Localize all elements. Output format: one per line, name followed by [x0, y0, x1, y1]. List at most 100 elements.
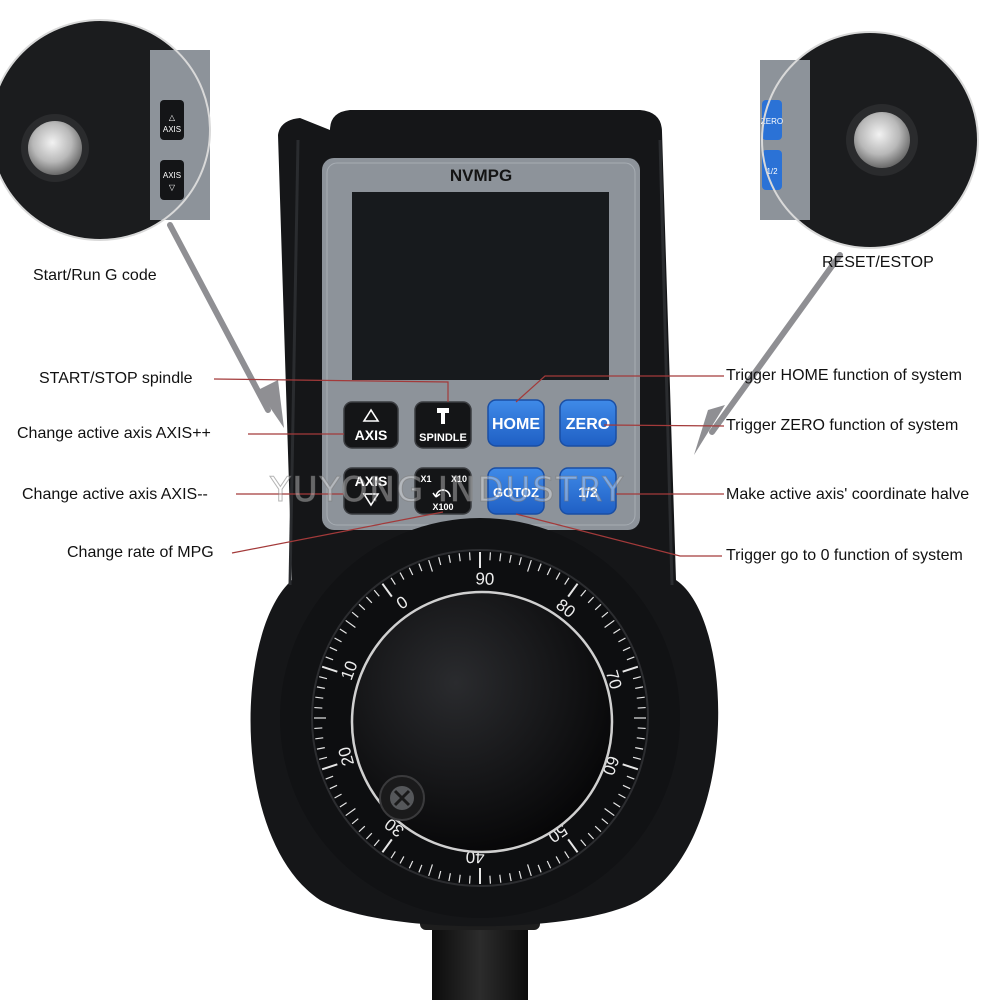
- dial-tick: [527, 864, 532, 877]
- spindle-button[interactable]: SPINDLE: [414, 401, 472, 449]
- dial-tick: [622, 665, 639, 673]
- dial-tick: [637, 706, 646, 709]
- dial-tick: [381, 583, 393, 598]
- axis-down-button[interactable]: AXIS: [343, 467, 399, 515]
- dial-tick: [587, 832, 595, 840]
- axis-up-button[interactable]: AXIS: [343, 401, 399, 449]
- dial-tick: [315, 696, 324, 699]
- dial-tick: [329, 784, 338, 790]
- dial-tick: [567, 838, 579, 853]
- dial-tick: [321, 665, 338, 673]
- dial-tick: [319, 756, 328, 760]
- dial-tick: [499, 553, 502, 562]
- callout-reset-estop: RESET/ESTOP: [822, 254, 934, 271]
- spindle-label: SPINDLE: [419, 432, 467, 444]
- dial-tick: [381, 838, 393, 853]
- axis-down-label: AXIS: [355, 473, 388, 489]
- dial-tick: [613, 802, 621, 808]
- dial-tick: [594, 603, 602, 611]
- dial-tick: [418, 563, 423, 572]
- dial-tick: [351, 611, 359, 618]
- dial-tick: [314, 727, 323, 730]
- dial-tick: [635, 686, 644, 689]
- dial-tick: [618, 637, 626, 643]
- triangle-down-icon: [362, 493, 380, 507]
- dial-tick: [390, 577, 396, 585]
- dial-tick: [509, 554, 512, 563]
- rate-x10-label: X10: [451, 474, 467, 484]
- dial-tick: [428, 559, 433, 572]
- zero-button[interactable]: ZERO: [559, 399, 617, 447]
- svg-text:1/2: 1/2: [766, 167, 778, 176]
- dial-tick: [315, 737, 324, 740]
- callout-axis-plus: Change active axis AXIS++: [17, 425, 211, 442]
- dial-number: 20: [335, 745, 358, 768]
- dial-tick: [468, 552, 471, 561]
- half-button[interactable]: 1/2: [559, 467, 617, 515]
- svg-text:AXIS: AXIS: [163, 171, 181, 180]
- dial-tick: [390, 851, 396, 859]
- dial-tick: [418, 864, 423, 873]
- dial-scale: [314, 552, 646, 884]
- zero-label: ZERO: [566, 416, 610, 433]
- inset-reset-estop: ZERO 1/2: [760, 31, 979, 249]
- dial-number: 90: [475, 569, 495, 589]
- dial-tick: [604, 619, 615, 628]
- screw-cross-icon: [393, 789, 411, 807]
- callout-home-fn: Trigger HOME function of system: [726, 367, 962, 384]
- dial-tick: [325, 656, 334, 661]
- dial-tick: [458, 874, 461, 883]
- dial-tick: [537, 563, 542, 572]
- brand-logo: NVMPG: [450, 166, 512, 185]
- dial-tick: [438, 557, 442, 566]
- spindle-icon: [437, 408, 449, 424]
- callout-goto0-fn: Trigger go to 0 function of system: [726, 547, 963, 564]
- leader-lines: [213, 375, 725, 557]
- dial-tick: [527, 559, 532, 572]
- start-run-button[interactable]: [28, 121, 82, 175]
- svg-text:▽: ▽: [169, 183, 176, 192]
- dial-tick: [408, 860, 414, 869]
- arrow-head-icon: [258, 380, 284, 428]
- dial-tick: [601, 611, 609, 618]
- dial-tick: [622, 784, 631, 790]
- dial-tick: [365, 596, 373, 604]
- dial-tick: [567, 583, 579, 598]
- dial-tick: [499, 874, 502, 883]
- dial-tick: [325, 775, 334, 780]
- lcd-screen: [352, 192, 609, 380]
- half-label: 1/2: [578, 484, 598, 500]
- dial-tick: [334, 637, 342, 643]
- dial-tick: [604, 808, 615, 817]
- axis-up-label: AXIS: [355, 427, 388, 443]
- dial-tick: [321, 763, 338, 771]
- watermark: YUYONG INDUSTRY: [269, 470, 626, 511]
- dial-tick: [537, 864, 542, 873]
- cycle-arrows-icon: [435, 489, 451, 498]
- mpg-rate-button[interactable]: X1 X10 X100: [414, 467, 472, 515]
- crank-handle-screw[interactable]: [379, 775, 425, 821]
- dial-tick: [618, 793, 626, 799]
- dial-tick: [546, 567, 552, 576]
- dial-tick: [587, 596, 595, 604]
- dial-tick: [489, 875, 492, 884]
- callout-mpg-rate: Change rate of MPG: [67, 544, 214, 561]
- dial-tick: [635, 747, 644, 750]
- callout-axis-minus: Change active axis AXIS--: [22, 486, 208, 503]
- reset-estop-button[interactable]: [854, 112, 910, 168]
- inset-start-run: △ AXIS AXIS ▽: [0, 19, 211, 241]
- dial-tick: [626, 656, 635, 661]
- dial-tick: [580, 589, 587, 597]
- dial-tick: [365, 832, 373, 840]
- rate-x100-label: X100: [432, 502, 453, 512]
- home-button[interactable]: HOME: [487, 399, 545, 447]
- dial-tick: [622, 763, 639, 771]
- dial-tick: [632, 676, 641, 680]
- callout-halve-fn: Make active axis' coordinate halve: [726, 486, 970, 503]
- dial-tick: [334, 793, 342, 799]
- dial-tick: [518, 870, 522, 879]
- dial-tick: [622, 646, 631, 652]
- dial-tick: [314, 706, 323, 709]
